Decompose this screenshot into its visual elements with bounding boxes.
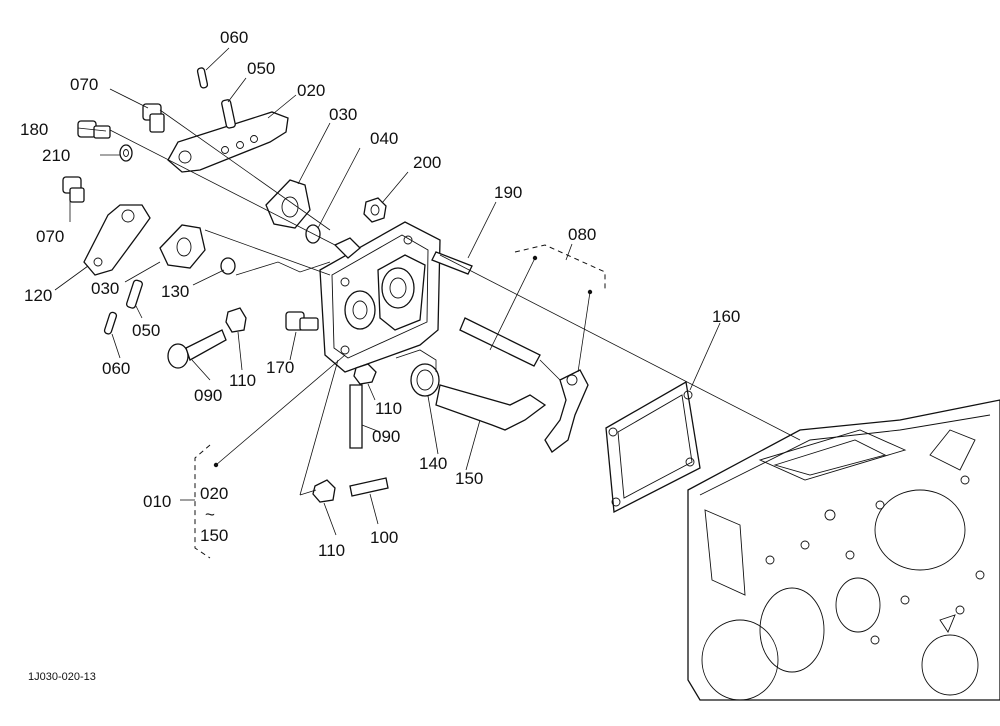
part-label-070: 070 bbox=[70, 75, 98, 94]
bolt-070-upper bbox=[142, 103, 165, 133]
part-label-130: 130 bbox=[161, 282, 189, 301]
nut-110-upper bbox=[225, 307, 247, 333]
adjust-screw-090-upper bbox=[167, 329, 227, 369]
part-label-210: 210 bbox=[42, 146, 70, 165]
nut-110-lower bbox=[312, 479, 336, 503]
stud-190 bbox=[431, 251, 473, 275]
part-label-020: 020 bbox=[297, 81, 325, 100]
part-label-070-lower: 070 bbox=[36, 227, 64, 246]
lever-120 bbox=[83, 204, 151, 276]
shaft-080 bbox=[459, 317, 541, 367]
part-label-180: 180 bbox=[20, 120, 48, 139]
part-label-060: 060 bbox=[220, 28, 248, 47]
pin-050-upper bbox=[221, 99, 236, 129]
bracket-010 bbox=[180, 444, 211, 559]
o-ring-130 bbox=[220, 257, 236, 275]
pin-060-upper bbox=[196, 67, 209, 89]
figure-code: 1J030-020-13 bbox=[28, 671, 96, 683]
nut-200 bbox=[363, 197, 387, 223]
pin-060-lower bbox=[103, 311, 118, 335]
part-label-150-range: 150 bbox=[200, 526, 228, 545]
bolt-070-lower bbox=[62, 176, 85, 203]
part-label-090-lower: 090 bbox=[372, 427, 400, 446]
bolt-180 bbox=[77, 120, 111, 139]
part-label-100: 100 bbox=[370, 528, 398, 547]
part-label-050-lower: 050 bbox=[132, 321, 160, 340]
part-label-170: 170 bbox=[266, 358, 294, 377]
part-label-090: 090 bbox=[194, 386, 222, 405]
part-label-110: 110 bbox=[229, 371, 256, 390]
part-label-110-lower: 110 bbox=[318, 541, 345, 560]
fork-lever bbox=[544, 369, 589, 453]
part-label-160: 160 bbox=[712, 307, 740, 326]
part-label-030-lower: 030 bbox=[91, 279, 119, 298]
part-label-range-tilde: ~ bbox=[205, 505, 215, 524]
part-label-150: 150 bbox=[455, 469, 483, 488]
part-label-060-lower: 060 bbox=[102, 359, 130, 378]
part-label-030: 030 bbox=[329, 105, 357, 124]
washer-210 bbox=[119, 144, 133, 162]
part-label-010: 010 bbox=[143, 492, 171, 511]
bolt-170 bbox=[285, 311, 319, 331]
screw-100 bbox=[349, 477, 389, 497]
gasket-160 bbox=[605, 380, 701, 514]
part-label-110-mid: 110 bbox=[375, 399, 402, 418]
part-label-190: 190 bbox=[494, 183, 522, 202]
pin-050-lower bbox=[125, 279, 143, 309]
governor-housing bbox=[319, 221, 441, 373]
screw-090-lower bbox=[349, 384, 363, 449]
engine-block bbox=[687, 399, 1000, 701]
shaft-150 bbox=[435, 384, 547, 431]
part-label-040: 040 bbox=[370, 129, 398, 148]
part-label-050: 050 bbox=[247, 59, 275, 78]
part-label-200: 200 bbox=[413, 153, 441, 172]
bracket-080 bbox=[514, 243, 606, 290]
part-label-140: 140 bbox=[419, 454, 447, 473]
part-label-020-range: 020 bbox=[200, 484, 228, 503]
part-label-120: 120 bbox=[24, 286, 52, 305]
lever-030-lower bbox=[159, 224, 206, 269]
part-label-080: 080 bbox=[568, 225, 596, 244]
nut-110-mid bbox=[353, 363, 377, 385]
spring-140 bbox=[410, 363, 440, 397]
leader-lines bbox=[54, 47, 801, 536]
